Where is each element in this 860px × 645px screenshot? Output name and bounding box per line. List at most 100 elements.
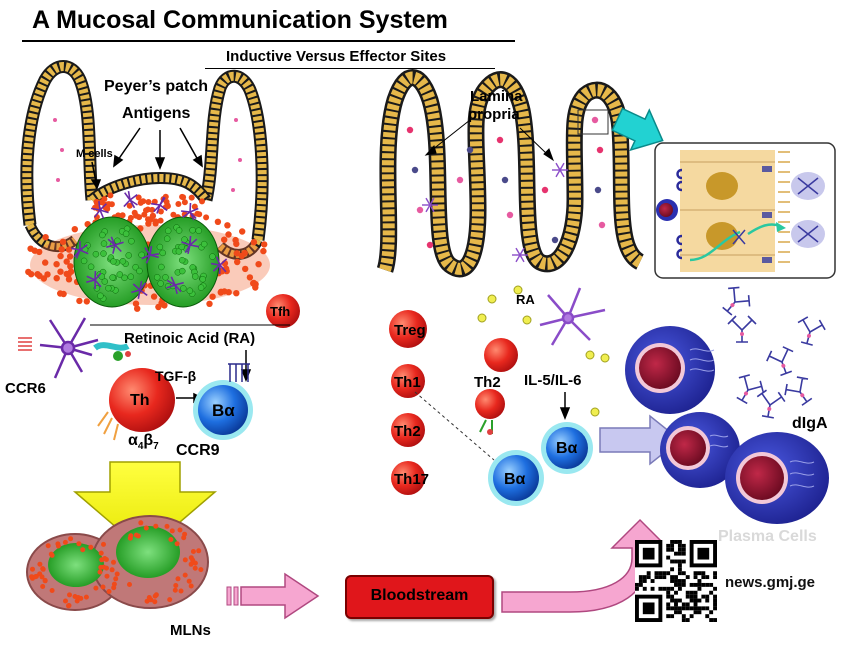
follicle-cell-dot: [181, 211, 188, 218]
follicle-cell-dot: [135, 194, 142, 201]
qr-module: [670, 540, 675, 544]
dendritic-star: [106, 236, 124, 254]
follicle-cell-dot: [206, 300, 213, 307]
mln-cell-dot: [178, 588, 184, 594]
diga-molecule: [784, 376, 813, 406]
follicle-cell-dot: [255, 261, 262, 268]
label-retinoic-acid: Retinoic Acid (RA): [124, 330, 256, 347]
follicle-cell-dot: [119, 212, 126, 219]
qr-module: [701, 594, 706, 599]
follicle-cell-dot: [224, 222, 231, 229]
qr-module: [662, 571, 667, 576]
follicle-cell-dot: [180, 194, 187, 201]
follicle-cell-dot: [239, 228, 246, 235]
qr-module: [677, 579, 682, 583]
germinal-cell: [100, 250, 107, 257]
lamina-cell-dot: [411, 166, 419, 174]
label-propria: propria: [468, 106, 520, 123]
qr-module: [701, 571, 706, 576]
germinal-cell: [125, 252, 132, 259]
follicle-cell-dot: [66, 253, 74, 260]
germinal-cell: [92, 250, 100, 258]
mln-cell-dot: [66, 603, 71, 609]
qr-module: [670, 598, 675, 603]
germinal-cell: [101, 278, 109, 285]
qr-module: [685, 594, 690, 599]
qr-module: [670, 543, 675, 548]
mln-cell-dot: [30, 566, 35, 572]
ccr6-receptors: [18, 337, 32, 351]
label-b-alpha-2: Bα: [504, 471, 526, 488]
label-tfh: Tfh: [270, 304, 291, 319]
germinal-cell: [128, 237, 135, 245]
label-antigens: Antigens: [122, 105, 191, 122]
germinal-cell: [179, 267, 186, 275]
tfh-cell: [266, 294, 300, 328]
ra-dots: [477, 285, 610, 417]
mln-cell-dot: [135, 533, 141, 539]
follicle-cell-dot: [145, 216, 151, 223]
qr-module: [677, 547, 682, 552]
germinal-cell: [191, 273, 199, 280]
lamina-cell-dot: [416, 206, 424, 214]
mln-cell-dot: [104, 573, 110, 579]
peyers-patch-villi: [20, 60, 269, 260]
mln-cell-dot: [128, 533, 134, 539]
qr-module: [658, 575, 663, 580]
follicle-cell-dot: [157, 217, 164, 224]
qr-module: [697, 571, 702, 576]
germinal-cell: [197, 284, 205, 291]
germinal-cell: [110, 258, 117, 265]
follicle-cell-dot: [170, 211, 177, 218]
qr-module: [705, 598, 710, 603]
qr-module: [697, 582, 702, 587]
lamina-cell-dot: [506, 211, 514, 219]
diga-molecule: [722, 286, 751, 316]
qr-module: [677, 543, 682, 548]
qr-module: [681, 602, 686, 607]
mln-cell-dot: [167, 597, 173, 603]
follicle-cell-dot: [67, 263, 74, 270]
label-diga: dIgA: [792, 415, 828, 432]
mln-cell-dot: [172, 587, 178, 593]
lamina-cell-dot: [426, 241, 434, 249]
qr-module: [713, 606, 717, 611]
mln-cell-dot: [109, 567, 115, 573]
qr-module: [681, 559, 686, 564]
germinal-cell: [156, 243, 164, 251]
follicle-cell-dot: [164, 203, 171, 210]
mln-cell-dot: [164, 523, 170, 529]
mln-cell-dot: [127, 582, 132, 587]
follicle-cell-dot: [261, 241, 268, 248]
follicle-cell-dot: [250, 279, 257, 287]
germinal-cell: [119, 258, 127, 265]
follicle-cell-dot: [141, 211, 148, 218]
germinal-cell: [127, 273, 135, 280]
qr-module: [638, 579, 643, 583]
mln-nodes: [26, 515, 209, 611]
lamina-cell-dot: [594, 186, 602, 194]
qr-module: [689, 582, 694, 587]
ra-dendritic-cell: [539, 287, 606, 346]
germinal-cell: [180, 285, 187, 292]
qr-module: [693, 582, 698, 587]
follicle-cell-dot: [57, 268, 64, 275]
germinal-cell: [163, 235, 171, 242]
germinal-cell: [157, 280, 164, 287]
qr-module: [677, 586, 682, 591]
label-plasma-cells: Plasma Cells: [718, 528, 817, 545]
qr-module: [681, 614, 686, 619]
mln-cell-dot: [97, 569, 103, 575]
subtitle: Inductive Versus Effector Sites: [226, 48, 447, 65]
follicle-cell-dot: [83, 298, 91, 305]
qr-module: [654, 575, 659, 580]
pink-arrow-to-bloodstream: [226, 572, 320, 620]
mln-cell-dot: [188, 561, 194, 567]
mln-cell-dot: [192, 565, 198, 571]
qr-module: [646, 571, 651, 576]
qr-module: [674, 606, 678, 611]
qr-module: [713, 598, 717, 603]
mln-cell-dot: [102, 556, 108, 561]
follicle-cell-dot: [53, 275, 60, 282]
subtitle-underline: [205, 68, 495, 69]
